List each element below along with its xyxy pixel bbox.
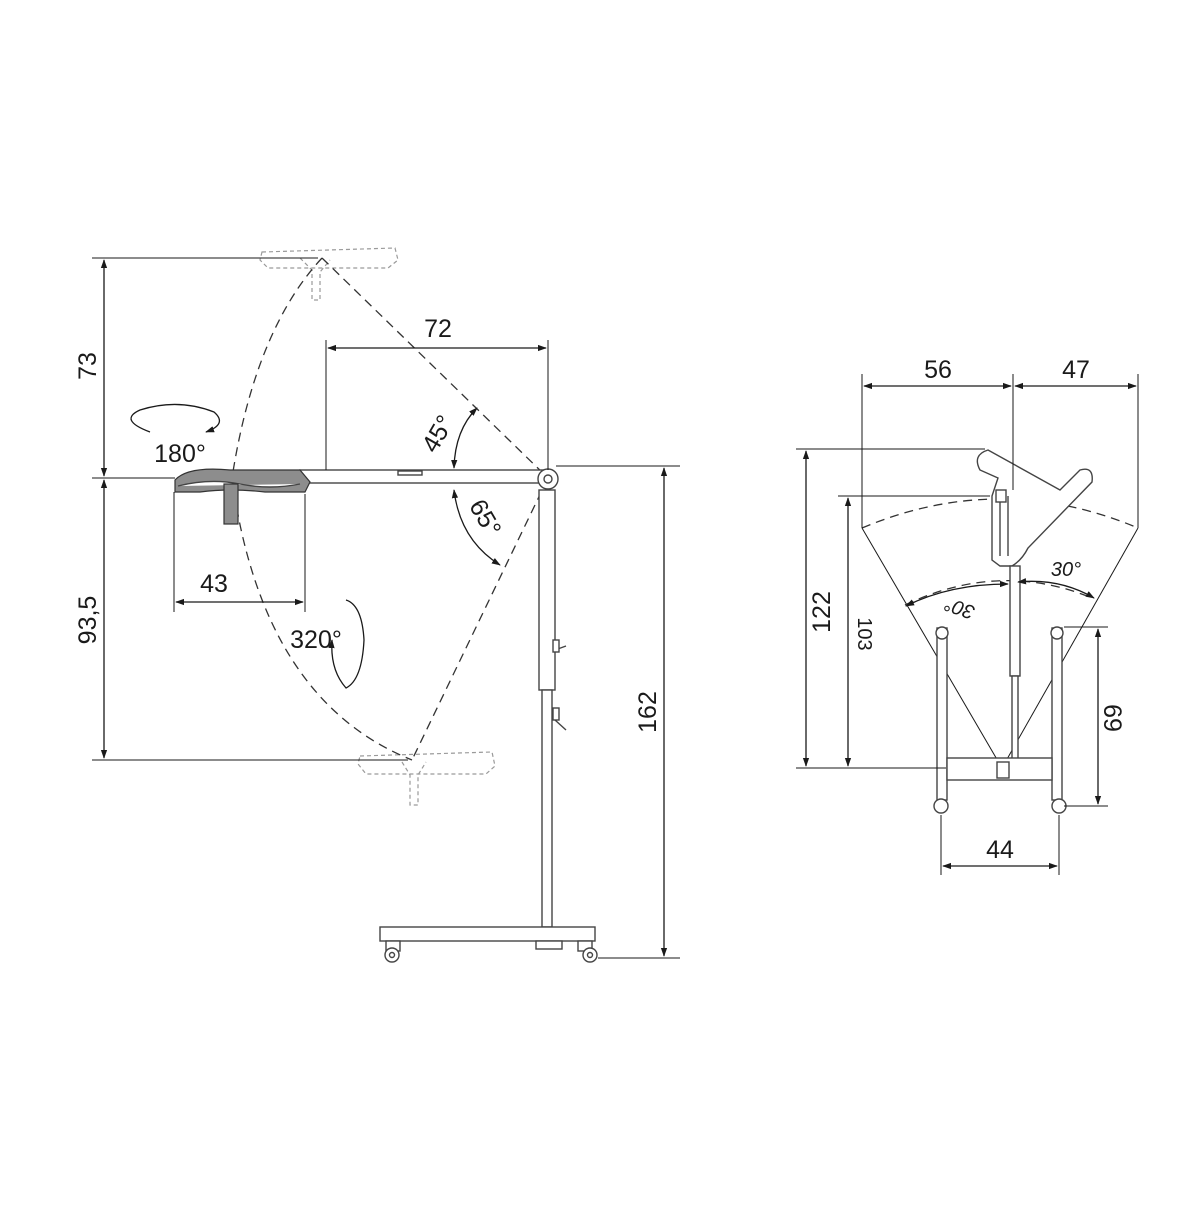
label-72: 72 bbox=[424, 315, 452, 343]
label-122: 122 bbox=[808, 591, 836, 633]
swing-fan-left bbox=[861, 527, 1003, 769]
angle-arc-30-left bbox=[905, 580, 1009, 607]
column bbox=[538, 489, 567, 928]
label-angle-30-right: 30° bbox=[1051, 559, 1081, 581]
rotation-180-icon bbox=[130, 403, 221, 433]
side-view: 73 93,5 72 43 162 45° 65° 180° 320° bbox=[74, 247, 680, 963]
label-56: 56 bbox=[924, 356, 952, 384]
label-93-5: 93,5 bbox=[74, 596, 102, 645]
head-tray bbox=[976, 449, 1093, 567]
label-103: 103 bbox=[853, 617, 875, 650]
label-73: 73 bbox=[74, 352, 102, 380]
rotation-320-icon bbox=[328, 599, 365, 689]
front-view: 56 47 122 103 69 44 30° 30° bbox=[796, 356, 1139, 875]
front-column bbox=[1009, 565, 1021, 767]
label-44: 44 bbox=[986, 836, 1014, 864]
label-angle-65: 65° bbox=[463, 495, 506, 542]
label-47: 47 bbox=[1062, 356, 1090, 384]
lower-reach-line bbox=[411, 477, 549, 761]
angle-arc-65 bbox=[451, 489, 501, 566]
label-rot-320: 320° bbox=[290, 626, 342, 654]
tray bbox=[174, 468, 311, 525]
front-caster-left bbox=[933, 798, 949, 814]
label-angle-45: 45° bbox=[416, 411, 459, 458]
label-43: 43 bbox=[200, 570, 228, 598]
angle-arc-30-right bbox=[1017, 578, 1095, 599]
label-angle-30-left: 30° bbox=[942, 592, 978, 623]
label-rot-180: 180° bbox=[154, 440, 206, 468]
front-caster-right bbox=[1051, 798, 1067, 814]
upper-ghost-tray bbox=[259, 247, 399, 301]
angle-arc-45 bbox=[451, 407, 478, 469]
label-69: 69 bbox=[1098, 704, 1126, 732]
swing-fan-right bbox=[1001, 527, 1139, 769]
front-frame bbox=[933, 626, 1067, 814]
label-162: 162 bbox=[634, 691, 662, 733]
lower-swing-arc bbox=[231, 477, 413, 761]
upper-reach-line bbox=[321, 257, 549, 479]
base bbox=[379, 926, 598, 963]
upper-swing-arc bbox=[231, 257, 323, 479]
lower-ghost-tray bbox=[357, 751, 496, 806]
horizontal-arm bbox=[299, 469, 544, 484]
